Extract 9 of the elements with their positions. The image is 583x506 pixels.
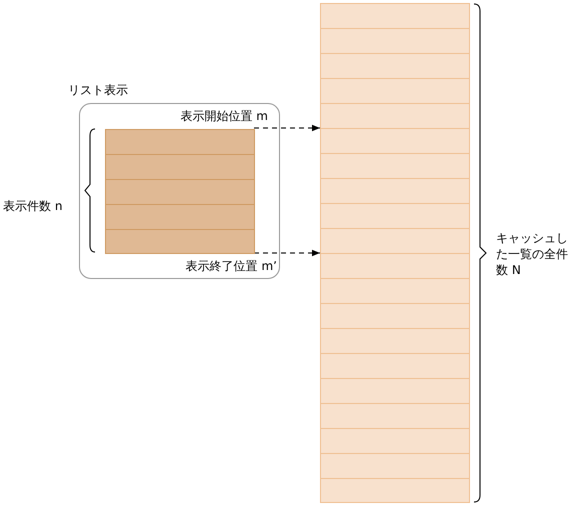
panel-heading: リスト表示 [68, 82, 128, 98]
count-label: 表示件数 n [3, 198, 64, 214]
count-label: キャッシュした一覧の全件数 N [496, 230, 568, 278]
edge-label: 表示終了位置 m’ [184, 258, 277, 274]
edge-label: 表示開始位置 m [179, 108, 268, 124]
cached-list-column [320, 3, 470, 503]
visible-rows-block [105, 129, 255, 254]
dashed-arrow [254, 124, 320, 132]
dashed-arrow [254, 250, 320, 256]
